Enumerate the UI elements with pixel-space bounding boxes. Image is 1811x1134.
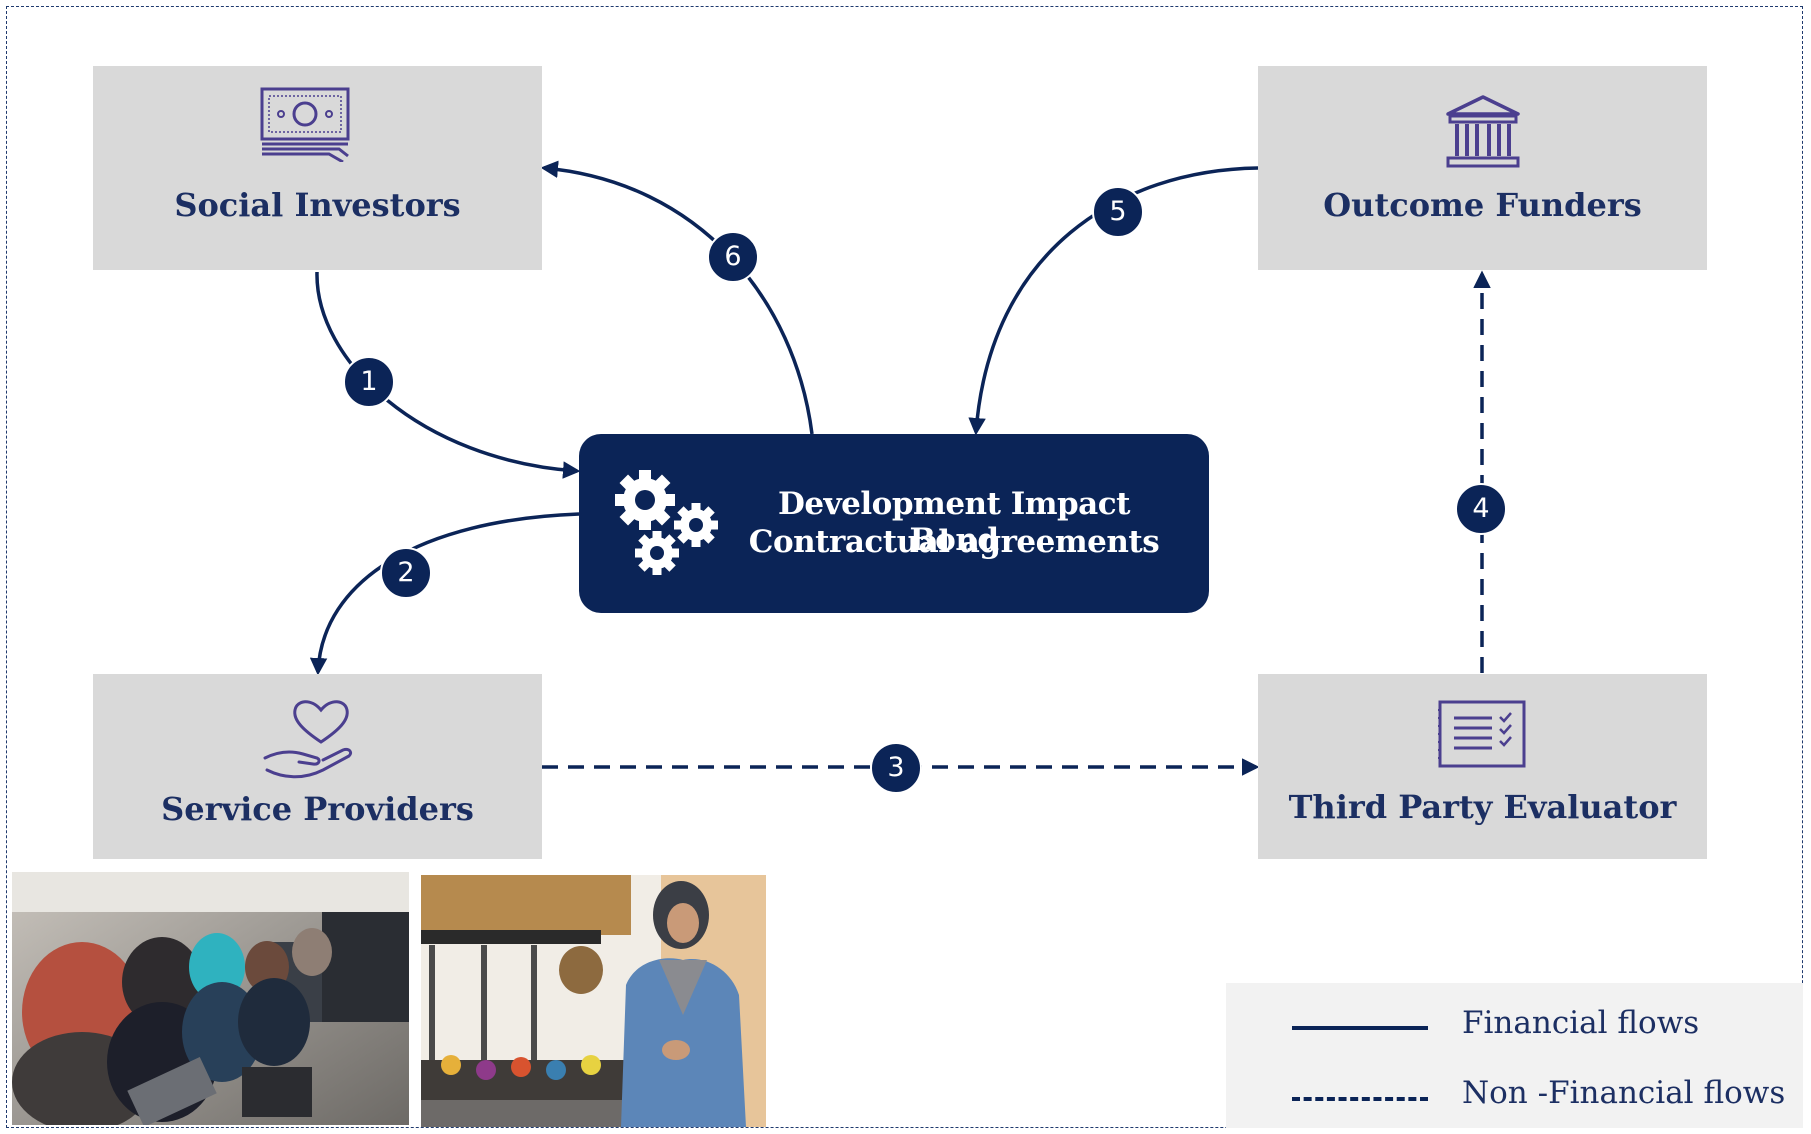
legend-financial-label: Financial flows bbox=[1462, 1005, 1700, 1041]
step-badge-4: 4 bbox=[1455, 483, 1507, 535]
step-badge-6: 6 bbox=[707, 231, 759, 283]
third-party-evaluator-box: Third Party Evaluator bbox=[1258, 674, 1707, 859]
social-investors-box: Social Investors bbox=[93, 66, 542, 270]
service-providers-box: Service Providers bbox=[93, 674, 542, 859]
money-icon bbox=[260, 87, 350, 162]
step-badge-2: 2 bbox=[380, 547, 432, 599]
checklist-icon bbox=[1438, 700, 1526, 768]
hub-title: Development Impact Bond bbox=[778, 486, 1130, 558]
photo-woman-crafts bbox=[421, 875, 766, 1127]
hub-subtitle: Contractual agreements bbox=[748, 524, 1160, 560]
legend-non-financial-label: Non -Financial flows bbox=[1462, 1075, 1786, 1111]
bank-icon bbox=[1446, 95, 1520, 168]
outcome-funders-label: Outcome Funders bbox=[1323, 186, 1642, 224]
service-providers-label: Service Providers bbox=[161, 790, 474, 828]
flow-5-arrow bbox=[968, 166, 1259, 436]
photo-computer-class bbox=[12, 872, 409, 1125]
third-party-evaluator-label: Third Party Evaluator bbox=[1288, 788, 1677, 826]
gears-icon bbox=[615, 470, 718, 575]
legend-solid-line bbox=[1292, 1026, 1428, 1030]
diagram-frame bbox=[6, 6, 1803, 1128]
flow-2-arrow bbox=[309, 512, 580, 676]
development-impact-bond-hub: Development Impact Bond Contractual agre… bbox=[579, 434, 1209, 613]
flow-6-arrow bbox=[540, 160, 814, 435]
step-badge-1: 1 bbox=[343, 356, 395, 408]
social-investors-label: Social Investors bbox=[174, 186, 461, 224]
outcome-funders-box: Outcome Funders bbox=[1258, 66, 1707, 270]
heart-hand-icon bbox=[263, 700, 353, 779]
step-badge-5: 5 bbox=[1092, 186, 1144, 238]
legend-dashed-line bbox=[1292, 1097, 1428, 1101]
step-badge-3: 3 bbox=[870, 742, 922, 794]
legend: Financial flows Non -Financial flows bbox=[1226, 983, 1803, 1128]
